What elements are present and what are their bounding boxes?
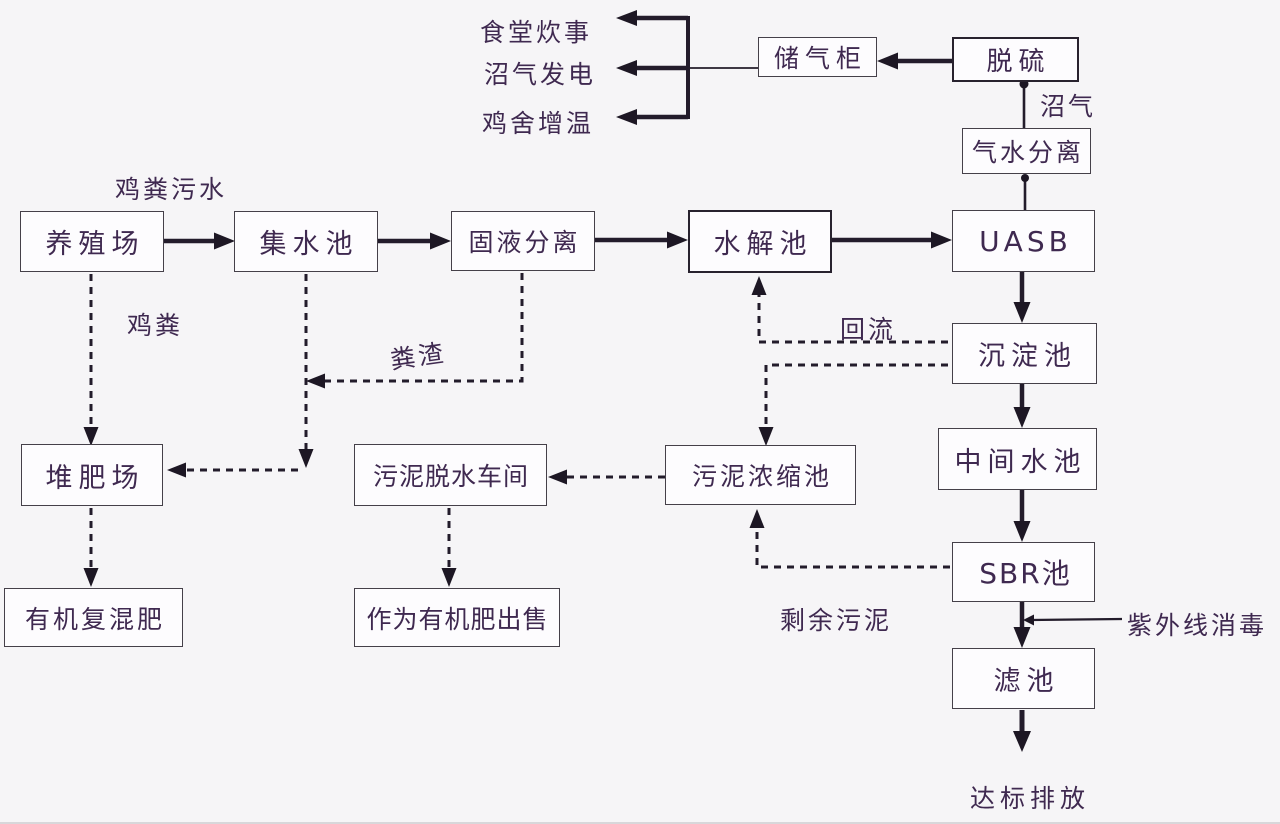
label-excess-sludge: 剩余污泥 [780, 606, 893, 635]
edge-hydrolysis-to-uasb [832, 231, 952, 249]
node-desulfurization: 脱硫 [952, 37, 1079, 82]
node-hydrolysis-pool: 水解池 [688, 210, 832, 273]
node-sbr-pool: SBR池 [952, 542, 1095, 602]
edge-gas-to-power [616, 60, 688, 76]
label-discharge-up-to-standard: 达标排放 [970, 784, 1091, 813]
node-gas-storage-tank: 储气柜 [758, 37, 877, 77]
node-filter-pool: 滤池 [952, 648, 1095, 709]
edge-sedimentation-to-thickening [764, 363, 948, 432]
label-chicken-coop-heating: 鸡舍增温 [482, 109, 595, 138]
edge-sedimentation-reflux-to-hydrolysis [757, 290, 948, 344]
node-gas-water-separation: 气水分离 [962, 128, 1091, 174]
node-sold-as-organic-fertilizer: 作为有机肥出售 [354, 588, 560, 647]
edge-sedimentation-to-intermediate [1013, 384, 1031, 428]
label-chicken-manure-wastewater: 鸡粪污水 [115, 175, 228, 204]
edge-uasb-to-sedimentation [1013, 272, 1031, 323]
node-composting-site: 堆肥场 [21, 444, 163, 506]
node-intermediate-pool: 中间水池 [938, 428, 1097, 490]
edge-uv-disinfection-pointer [1023, 614, 1123, 626]
edge-gas-water-separation-to-desulfurization [1019, 79, 1029, 128]
edge-uasb-to-gas-water-separation [1021, 174, 1029, 212]
node-farm: 养殖场 [20, 211, 164, 272]
edge-intermediate-to-sbr [1013, 490, 1031, 542]
node-sludge-thickening-pool: 污泥浓缩池 [665, 445, 856, 505]
label-uv-disinfection: 紫外线消毒 [1127, 611, 1268, 640]
node-collection-pool: 集水池 [234, 211, 378, 272]
edge-gas-to-coop-heating [616, 109, 688, 125]
dashed-arrowheads [83, 276, 774, 587]
edge-separation-to-hydrolysis [595, 231, 688, 249]
edge-collection-pool-to-separation [378, 232, 451, 250]
label-reflux: 回流 [840, 315, 897, 344]
node-organic-compound-fertilizer: 有机复混肥 [4, 588, 183, 647]
label-biogas: 沼气 [1040, 92, 1097, 121]
label-chicken-manure: 鸡粪 [127, 311, 184, 340]
label-biogas-power-generation: 沼气发电 [484, 60, 597, 89]
edge-sbr-to-filter [1013, 602, 1031, 648]
label-canteen-cooking: 食堂炊事 [480, 18, 593, 47]
edge-farm-to-collection-pool [164, 232, 235, 250]
edge-separation-manure-residue [322, 273, 524, 383]
edge-desulfurization-to-gas-tank [877, 52, 952, 70]
edge-sbr-excess-sludge-to-thickening [755, 523, 950, 569]
node-sedimentation-pool: 沉淀池 [952, 323, 1097, 384]
node-uasb: UASB [952, 210, 1095, 272]
node-solid-liquid-separation: 固液分离 [451, 211, 595, 271]
edge-filter-to-discharge [1013, 710, 1031, 752]
node-sludge-dewatering-workshop: 污泥脱水车间 [354, 444, 547, 506]
edge-gas-to-canteen [616, 10, 688, 26]
